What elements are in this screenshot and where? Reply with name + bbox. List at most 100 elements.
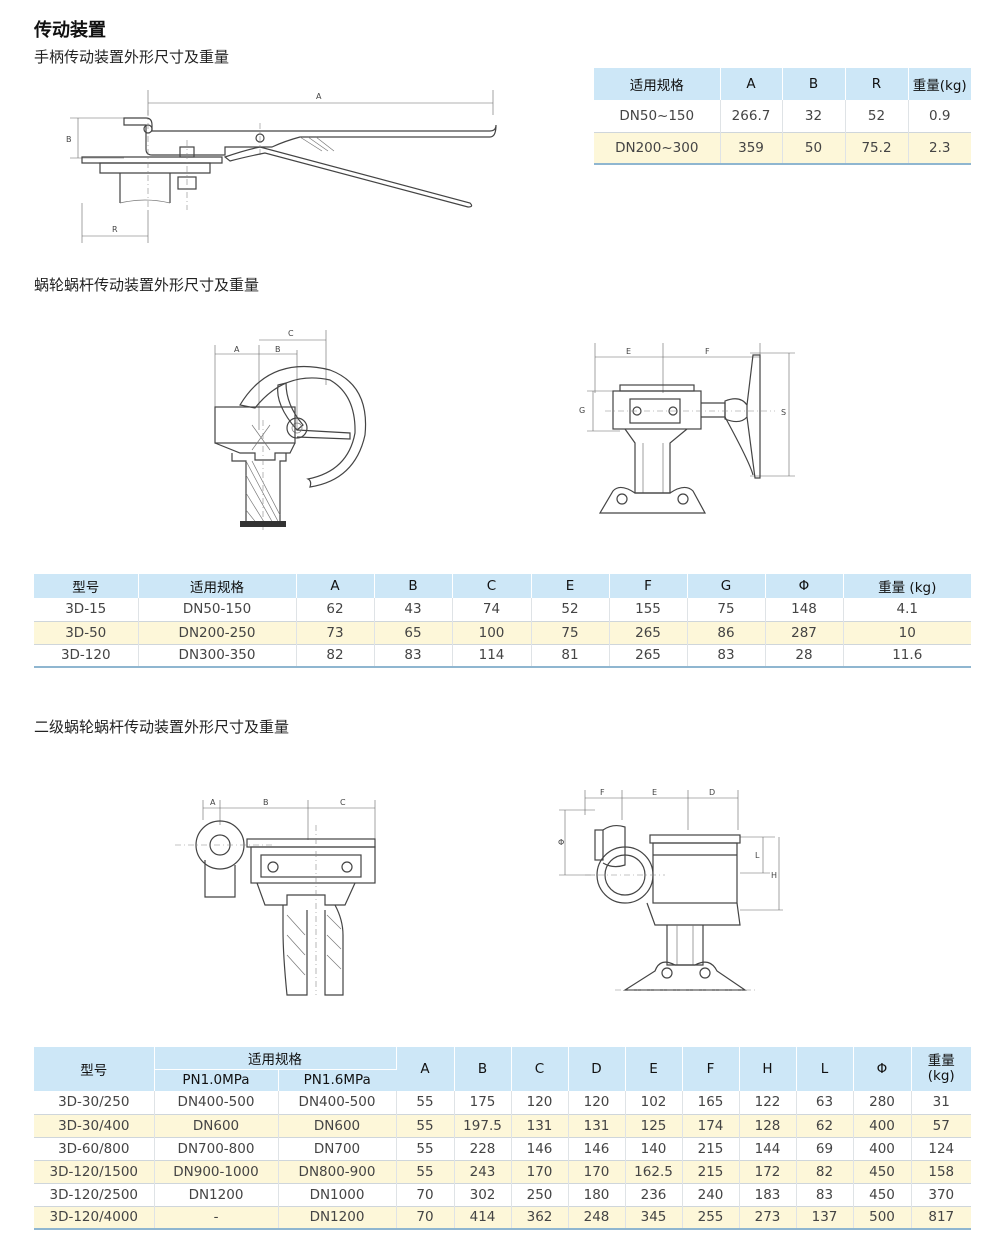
col-header-weight: 重量 (kg) [911,1047,971,1091]
col-header: A [396,1047,455,1091]
col-header: 适用规格 [594,68,721,100]
col-header-pn16: PN1.6MPa [278,1069,396,1091]
table-cell: 3D-120/2500 [34,1183,155,1206]
table-cell: DN600 [154,1114,279,1137]
col-header: R [845,68,909,100]
table-cell: DN200-250 [138,621,297,644]
table-cell: 83 [374,644,453,667]
table-cell: 450 [853,1183,912,1206]
table-cell: DN300-350 [138,644,297,667]
col-header: H [739,1047,797,1091]
table-cell: 236 [625,1183,683,1206]
table-cell: 128 [739,1114,797,1137]
table-cell: 280 [853,1091,912,1114]
table-cell: 83 [687,644,766,667]
table-cell: DN50~150 [594,100,721,132]
table-cell: 52 [531,598,610,621]
section2-title: 蜗轮蜗杆传动装置外形尺寸及重量 [34,276,260,294]
table-cell: 131 [568,1114,626,1137]
worm-gear-front-drawing: C A B [214,329,367,530]
dim-label-b: B [66,135,72,144]
col-header: B [782,68,846,100]
table-cell: 362 [511,1206,569,1229]
col-header: F [682,1047,740,1091]
table-cell: 3D-120/1500 [34,1160,155,1183]
col-header: B [454,1047,512,1091]
table-cell: 81 [531,644,610,667]
table-cell: 3D-50 [34,621,139,644]
table-cell: 414 [454,1206,512,1229]
dim-label-f: F [600,788,605,797]
table-header-row: PN1.0MPa PN1.6MPa [34,1069,971,1091]
dim-label-b: B [263,798,269,807]
table-cell: 345 [625,1206,683,1229]
page-title: 传动装置 [34,20,106,41]
section1-title: 手柄传动装置外形尺寸及重量 [34,48,230,66]
table-cell: 3D-60/800 [34,1137,155,1160]
table-cell: 158 [911,1160,971,1183]
table-cell: 215 [682,1137,740,1160]
table-cell: 62 [296,598,375,621]
table-cell: DN400-500 [154,1091,279,1114]
table-cell: 52 [845,100,909,132]
col-header: B [374,574,453,598]
table-cell: DN900-1000 [154,1160,279,1183]
table-cell: 83 [796,1183,854,1206]
dim-label-e: E [626,347,631,356]
dim-label-g: G [579,406,585,415]
table-cell: 55 [396,1114,455,1137]
table-cell: 266.7 [720,100,783,132]
table-cell: 140 [625,1137,683,1160]
dim-label-l: L [755,851,760,860]
table-cell: 243 [454,1160,512,1183]
table-cell: 70 [396,1206,455,1229]
table-cell: 287 [765,621,844,644]
table-cell: 3D-30/400 [34,1114,155,1137]
table-cell: DN1200 [154,1183,279,1206]
col-header: 适用规格 [138,574,297,598]
table-cell: 65 [374,621,453,644]
table-cell: DN1200 [278,1206,397,1229]
table-cell: 73 [296,621,375,644]
table-cell: 3D-120/4000 [34,1206,155,1229]
table-cell: DN50-150 [138,598,297,621]
table-cell: 817 [911,1206,971,1229]
two-stage-spec-table: 型号 适用规格 A B C D E F H L Φ 重量 (kg) PN1.0M… [34,1047,971,1230]
table-cell: 155 [609,598,688,621]
table-cell: 500 [853,1206,912,1229]
table-cell: 75 [531,621,610,644]
table-cell: 170 [511,1160,569,1183]
table-cell: 70 [396,1183,455,1206]
table-cell: 82 [296,644,375,667]
table-cell: 180 [568,1183,626,1206]
handle-drawing: A B R [66,90,497,243]
table-cell: DN600 [278,1114,397,1137]
table-cell: 102 [625,1091,683,1114]
table-cell: DN800-900 [278,1160,397,1183]
table-cell: 197.5 [454,1114,512,1137]
dim-label-f: F [705,347,710,356]
table-cell: DN400-500 [278,1091,397,1114]
table-cell: 450 [853,1160,912,1183]
table-cell: 100 [452,621,532,644]
col-header: A [296,574,375,598]
table-row: DN50~150 266.7 32 52 0.9 [594,100,971,132]
col-header: 重量 (kg) [843,574,971,598]
table-cell: 28 [765,644,844,667]
col-header: G [687,574,766,598]
col-header: L [796,1047,854,1091]
table-header-row: 适用规格 A B R 重量(kg) [594,68,971,100]
table-cell: 183 [739,1183,797,1206]
table-row: DN200~300 359 50 75.2 2.3 [594,132,971,164]
table-cell: 11.6 [892,647,923,664]
col-header-spec: 适用规格 [154,1047,397,1070]
table-cell: DN700 [278,1137,397,1160]
table-cell: 55 [396,1160,455,1183]
col-header: Φ [853,1047,912,1091]
table-cell: 75.2 [845,132,909,164]
col-header: C [511,1047,569,1091]
table-cell: 120 [511,1091,569,1114]
